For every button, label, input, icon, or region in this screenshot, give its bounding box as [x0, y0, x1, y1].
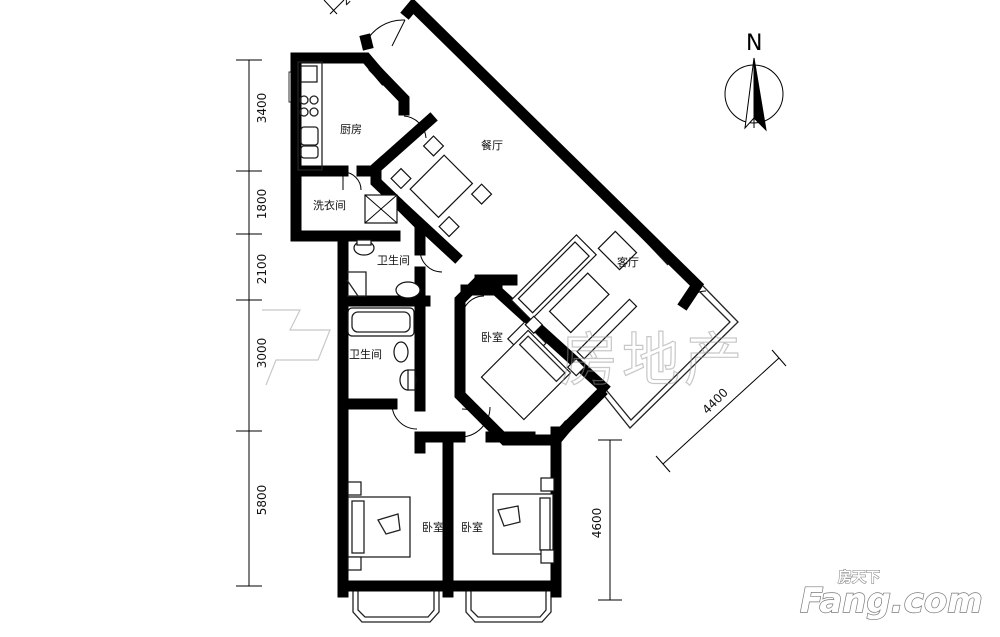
room-label-bedroom-right: 卧室 [461, 520, 483, 534]
dim-label-left-4: 3000 [255, 338, 269, 369]
dining-table-set [390, 135, 493, 238]
room-label-bedroom-left: 卧室 [422, 520, 444, 534]
right-dimension-line [598, 439, 622, 601]
dim-label-left-1: 3400 [255, 93, 269, 124]
compass-needle-dark [753, 57, 767, 132]
room-label-bathroom-2: 卫生间 [349, 347, 382, 361]
compass-needle-light [744, 57, 755, 130]
watermark: 房地产 [262, 309, 746, 395]
fang-logo: 房天下 Fang.com [799, 569, 983, 622]
compass-north-label: N [746, 31, 762, 56]
kitchen-counter [297, 61, 323, 171]
logo-tagline: 房天下 [838, 569, 880, 586]
dim-label-right: 4600 [590, 508, 604, 539]
dim-label-left-3: 2100 [255, 254, 269, 285]
bathroom-1-fixtures [346, 239, 421, 299]
room-label-dining: 餐厅 [481, 138, 503, 152]
washing-machine [364, 194, 398, 224]
walls [290, 0, 705, 598]
room-label-laundry: 洗衣间 [313, 198, 346, 212]
right-bedroom-bed [492, 477, 555, 564]
dim-label-left-5: 5800 [255, 485, 269, 516]
left-bedroom-bed [347, 481, 411, 571]
room-label-kitchen: 厨房 [340, 123, 362, 136]
room-label-living: 客厅 [617, 255, 639, 269]
dim-label-top: 2 [338, 0, 353, 8]
room-label-bedroom-small: 卧室 [481, 330, 503, 344]
dim-label-left-2: 1800 [255, 189, 269, 220]
doors [342, 19, 707, 438]
top-dimension-line [323, 0, 345, 15]
watermark-text: 房地产 [560, 326, 746, 394]
logo-brand: Fang.com [800, 581, 983, 621]
small-bedroom-bed [480, 315, 586, 421]
compass [724, 57, 784, 132]
bathroom-2-fixtures [347, 307, 417, 391]
room-label-bathroom-1: 卫生间 [377, 253, 410, 267]
left-dimension-line [236, 59, 262, 587]
diagonal-dimension-line [655, 349, 787, 473]
